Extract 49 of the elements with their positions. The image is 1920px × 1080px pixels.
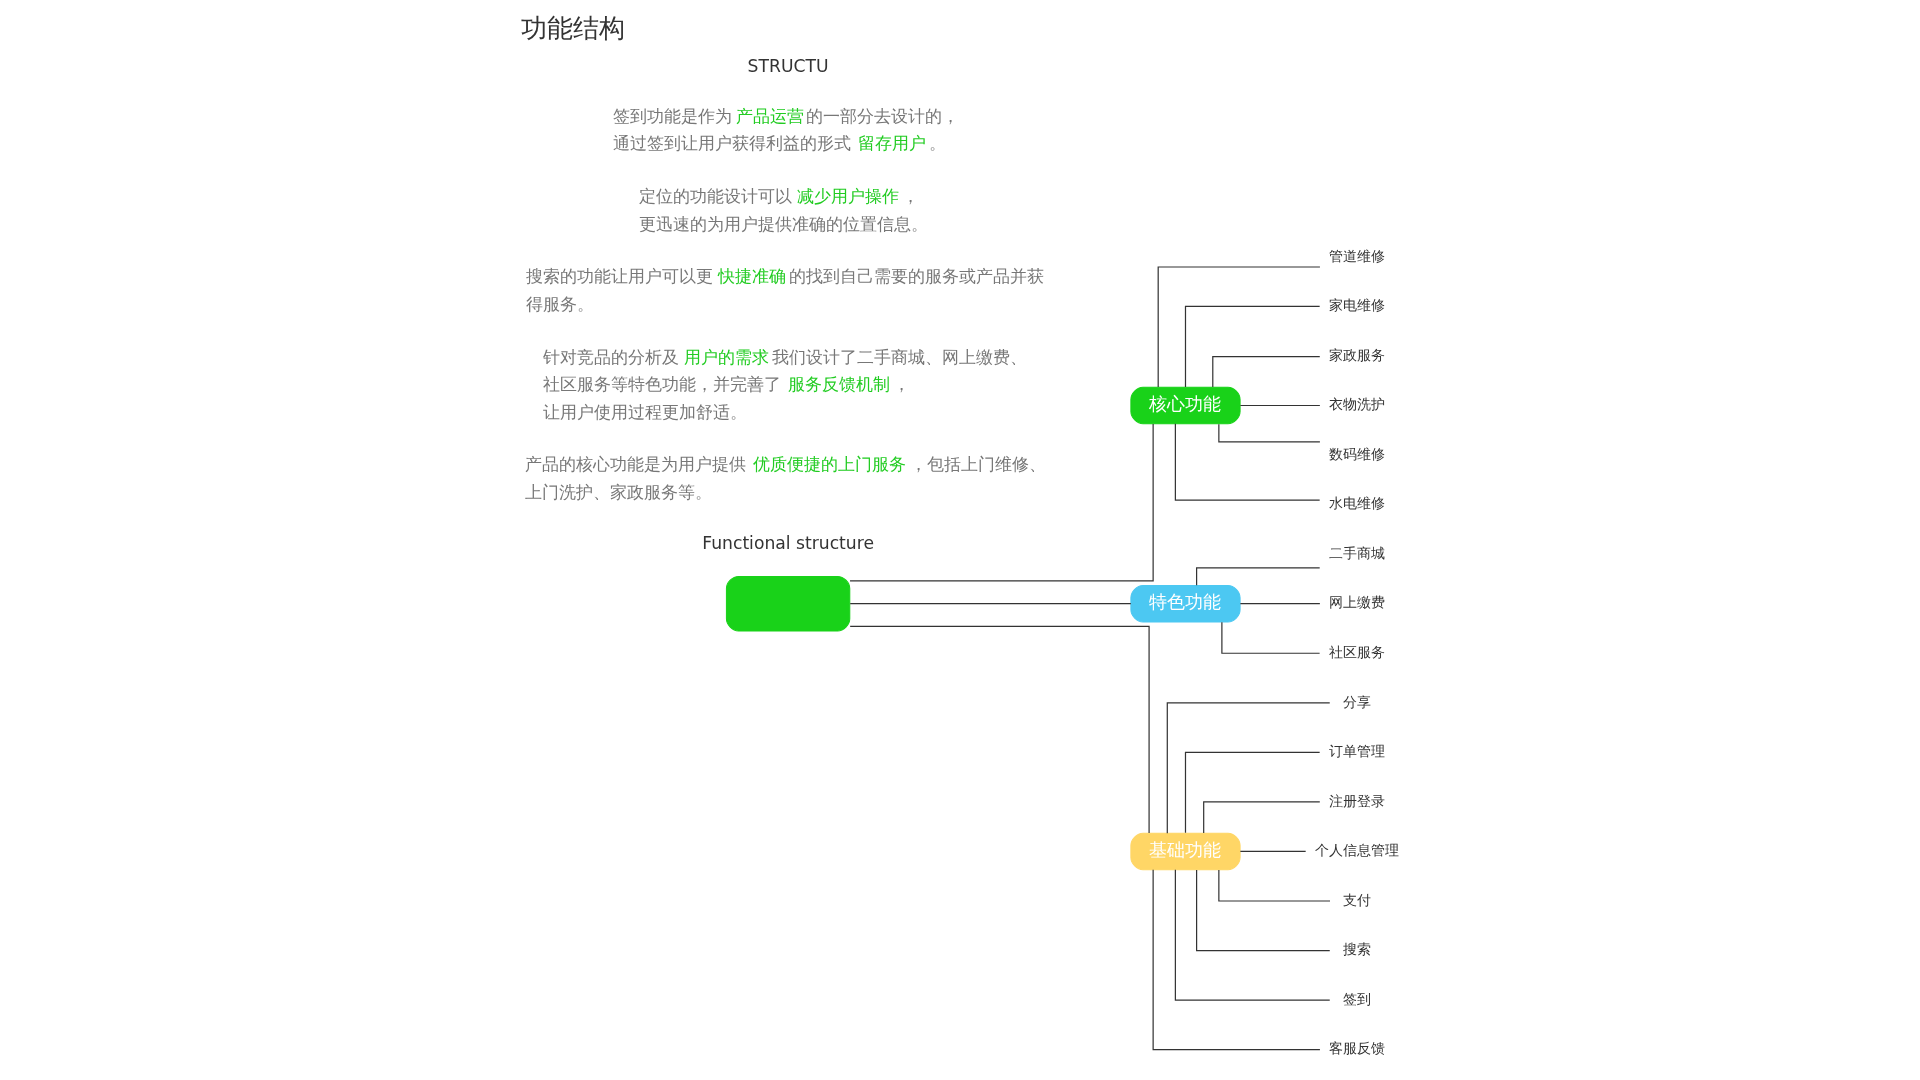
label: 产品的核心功能是为用户提供优质便捷的上门服务，包括上门维修、上门洗护、家政服务等。: [525, 453, 1047, 503]
node-text: 个人信息管理: [1315, 842, 1400, 859]
node-text: 网上缴费: [1329, 594, 1386, 611]
label: 针对竞品的分析及用户的需求我们设计了二手商城、网上缴费、社区服务等特色功能，并完善了服务反馈机制，让用户使用过程更加舒适。: [543, 346, 1027, 423]
node-text: 家政服务: [1329, 346, 1386, 363]
label: 签到功能是作为产品运营的一部分去设计的，通过签到让用户获得利益的形式留存用户。: [613, 105, 960, 154]
node-text: 支付: [1343, 891, 1372, 908]
node-text: 数码维修: [1329, 445, 1386, 462]
diagram-title: 功能结构: [520, 13, 625, 44]
node-text: 订单管理: [1329, 743, 1386, 760]
connector: [1184, 751, 1321, 834]
connector: [1239, 850, 1307, 853]
node-text: 客服反馈: [1329, 1040, 1386, 1057]
connector: [849, 625, 1150, 834]
node-text: 水电维修: [1329, 495, 1386, 512]
connector: [1174, 869, 1331, 1001]
node-box: 基础功能: [1130, 832, 1241, 871]
node-box: [725, 575, 851, 632]
connector: [849, 603, 1132, 605]
connector: [1157, 266, 1321, 388]
connector: [1196, 567, 1321, 586]
connector: [1196, 869, 1331, 952]
node-text: 二手商城: [1329, 544, 1386, 561]
node-text: 签到: [1343, 990, 1372, 1007]
label: 定位的功能设计可以减少用户操作，更迅速的为用户提供准确的位置信息。: [639, 185, 929, 235]
label: STRUCTU: [747, 55, 829, 76]
node-text: 注册登录: [1329, 792, 1386, 809]
connector: [1152, 869, 1321, 1051]
node-text: 家电维修: [1329, 297, 1386, 314]
node-text: 社区服务: [1329, 643, 1386, 660]
connector: [1166, 702, 1331, 834]
connector: [1218, 869, 1331, 902]
node-text: 衣物洗护: [1329, 396, 1386, 413]
connector: [1212, 356, 1321, 388]
connector: [1203, 801, 1321, 834]
node-box: 核心功能: [1130, 386, 1241, 425]
node-box: 特色功能: [1130, 585, 1241, 623]
label: 搜索的功能让用户可以更快捷准确的找到自己需要的服务或产品并获得服务。: [526, 265, 1045, 315]
connector: [1174, 423, 1321, 501]
connector: [1218, 423, 1321, 443]
node-text: 分享: [1343, 693, 1372, 710]
connector: [1221, 621, 1321, 654]
connector: [1184, 305, 1321, 388]
node-text: 管道维修: [1329, 247, 1386, 264]
node-text: 搜索: [1343, 941, 1372, 958]
connector: [1239, 603, 1321, 605]
connector: [849, 423, 1154, 582]
label: Functional structure: [702, 533, 874, 554]
connector: [1239, 404, 1321, 407]
